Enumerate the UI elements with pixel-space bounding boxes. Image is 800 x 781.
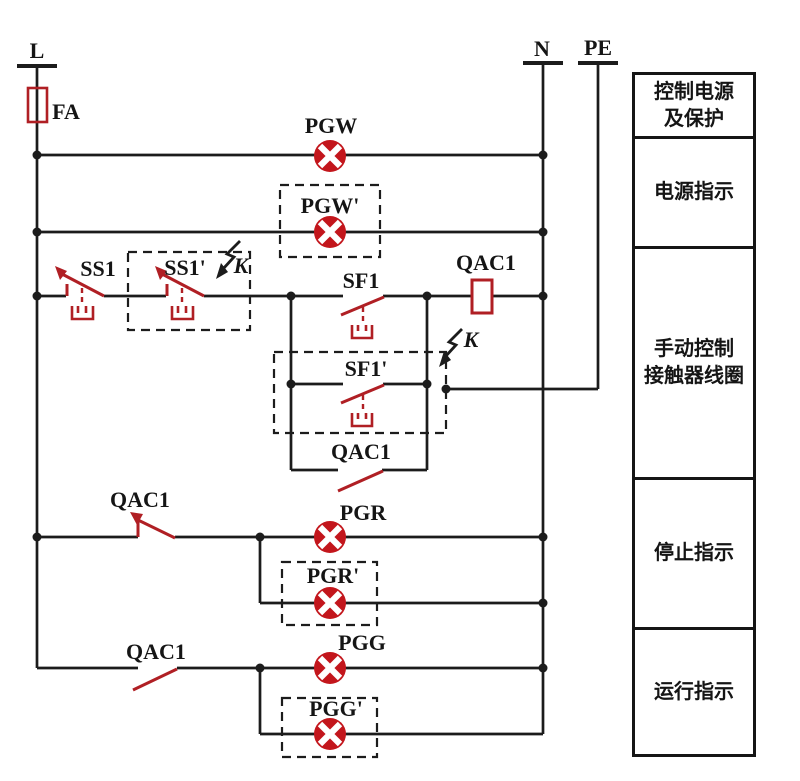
legend-row-power-indication: 电源指示 [635,139,753,249]
contact-qac1-nc [130,512,176,540]
wire-row-pgg-prime [258,668,543,736]
switch-sf1-prime [340,383,385,428]
label-lamp-pgr: PGR [340,500,388,525]
k-bolt-icon-2 [439,328,463,367]
dashed-box-ss1-prime [126,250,252,332]
legend-row-power: 控制电源 及保护 [635,75,753,139]
lamp-pgr-prime [314,587,346,619]
lamp-pgw-prime [314,216,346,248]
label-lamp-pgw-prime: PGW' [301,193,360,218]
k-bolt-icon-1 [216,240,241,279]
label-fuse-fa: FA [52,99,80,124]
label-coil-qac1: QAC1 [456,250,516,275]
legend-row-run-indication: 运行指示 [635,630,753,754]
label-lamp-pgg-prime: PGG' [309,696,363,721]
coil-qac1 [470,278,494,315]
legend-row-stop-indication: 停止指示 [635,480,753,630]
switch-sf1 [340,295,385,340]
legend-label: 停止指示 [654,542,734,564]
wire-row-pgr-prime [258,537,543,605]
lamp-pgw [314,140,346,172]
label-switch-ss1-prime: SS1' [164,255,206,280]
contact-qac1-selfhold [337,469,384,493]
label-switch-sf1-prime: SF1' [345,356,388,381]
label-switch-sf1: SF1 [343,268,380,293]
legend-row-manual-control: 手动控制 接触器线圈 [635,249,753,480]
label-contact-selfhold: QAC1 [331,439,391,464]
junction-dots [32,150,548,673]
label-bus-k1: K [233,253,250,278]
dashed-box-pgg-prime [280,696,379,759]
legend-label: 手动控制 接触器线圈 [644,338,744,387]
label-lamp-pgw: PGW [305,113,358,138]
legend-label: 控制电源 及保护 [654,80,734,130]
contact-qac1-no [132,667,178,692]
label-bus-k2: K [463,327,480,352]
switch-ss1-prime [155,266,205,321]
label-rail-l: L [30,38,45,63]
label-rail-n: N [534,36,550,61]
label-lamp-pgr-prime: PGR' [307,563,360,588]
legend-label: 电源指示 [654,181,734,203]
dashed-box-pgr-prime [280,560,379,627]
fuse-fa [26,86,49,124]
label-contact-nc: QAC1 [110,487,170,512]
label-rail-pe: PE [584,35,612,60]
lamp-pgg [314,652,346,684]
label-switch-ss1: SS1 [80,256,115,281]
lamp-pgr [314,521,346,553]
switch-ss1 [55,266,105,321]
dashed-box-pgw-prime [278,183,382,259]
label-contact-no: QAC1 [126,639,186,664]
legend-label: 运行指示 [654,680,734,703]
lamp-pgg-prime [314,718,346,750]
legend-table: 控制电源 及保护 电源指示 手动控制 接触器线圈 停止指示 运行指示 [632,72,756,757]
label-lamp-pgg: PGG [338,630,386,655]
